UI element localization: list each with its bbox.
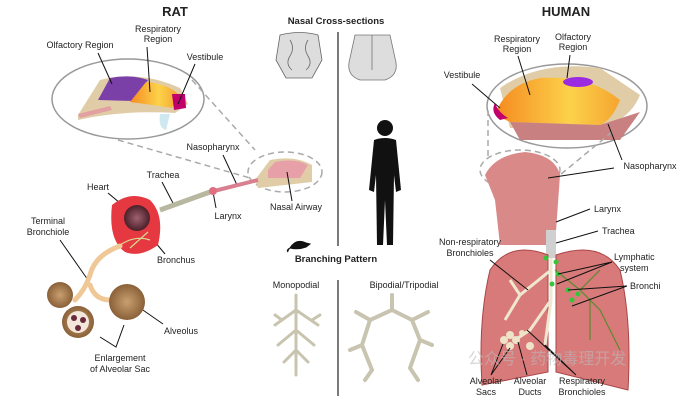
bipodial-branching-icon: [348, 293, 434, 382]
label-rat-olfactory: Olfactory Region: [46, 40, 113, 50]
label-human-ducts-2: Ducts: [518, 387, 542, 397]
rat-terminal-bronchiole: [72, 243, 123, 303]
label-bipodial-tripodial: Bipodial/Tripodial: [370, 280, 439, 290]
rat-olfactory-region: [98, 76, 148, 101]
label-rat-enlargement-1: Enlargement: [94, 353, 146, 363]
alveolar-sacs-cluster: [500, 330, 534, 350]
zoom-dash-line: [191, 79, 256, 151]
label-rat-trachea: Trachea: [147, 170, 180, 180]
rat-nasal-enlargement: [51, 58, 205, 140]
nasal-cross-sections-title: Nasal Cross-sections: [288, 16, 385, 27]
label-rat-larynx: Larynx: [214, 211, 242, 221]
rat-respiratory-region: [130, 82, 178, 108]
label-rat-nasopharynx: Nasopharynx: [186, 142, 240, 152]
label-human-respiratory-1: Respiratory: [494, 34, 541, 44]
label-rat-bronchus: Bronchus: [157, 255, 196, 265]
rat-airway-illustration: [72, 178, 259, 303]
branching-pattern-title: Branching Pattern: [295, 254, 378, 265]
label-rat-vestibule: Vestibule: [187, 52, 224, 62]
label-human-respb-1: Respiratory: [559, 376, 606, 386]
rat-alveolar-sacs: [47, 282, 145, 338]
monopodial-branching-icon: [273, 293, 322, 377]
label-monopodial: Monopodial: [273, 280, 320, 290]
label-rat-alveolus: Alveolus: [164, 326, 199, 336]
rat-heart: [124, 205, 150, 231]
label-rat-nasal-airway: Nasal Airway: [270, 202, 323, 212]
mouse-silhouette: [286, 240, 312, 253]
zoom-dash-line: [559, 131, 613, 176]
label-human-respb-2: Bronchioles: [558, 387, 606, 397]
human-vestibule: [493, 103, 508, 120]
label-human-sacs-1: Alveolar: [470, 376, 503, 386]
human-nasal-cross-section: [348, 34, 397, 81]
label-human-vestibule: Vestibule: [444, 70, 481, 80]
label-human-trachea: Trachea: [602, 226, 635, 236]
rat-head-outline: [247, 151, 323, 193]
label-human-nonresp-1: Non-respiratory: [439, 237, 502, 247]
human-head-outline: [479, 149, 561, 191]
human-respiratory-region: [495, 77, 620, 125]
label-human-sacs-2: Sacs: [476, 387, 497, 397]
rat-title: RAT: [162, 4, 188, 19]
human-olfactory-region: [563, 77, 593, 87]
label-rat-respiratory-2: Region: [144, 34, 173, 44]
human-title: HUMAN: [542, 4, 590, 19]
label-human-lymphatic-1: Lymphatic: [614, 252, 655, 262]
label-human-bronchi: Bronchi: [630, 281, 661, 291]
label-rat-terminal-2: Bronchiole: [27, 227, 70, 237]
human-silhouette: [369, 120, 401, 245]
label-rat-enlargement-2: of Alveolar Sac: [90, 364, 151, 374]
label-human-nasopharynx: Nasopharynx: [623, 161, 677, 171]
label-rat-heart: Heart: [87, 182, 110, 192]
rat-nasal-cross-section: [275, 32, 323, 79]
label-human-olfactory-1: Olfactory: [555, 32, 592, 42]
label-human-lymphatic-2: system: [620, 263, 649, 273]
zoom-dash-line: [117, 139, 251, 179]
label-human-nonresp-2: Bronchioles: [446, 248, 494, 258]
label-rat-respiratory-1: Respiratory: [135, 24, 182, 34]
watermark: 公众号 · 药物毒理开发: [468, 350, 626, 368]
label-human-ducts-1: Alveolar: [514, 376, 547, 386]
label-human-larynx: Larynx: [594, 204, 622, 214]
label-rat-terminal-1: Terminal: [31, 216, 65, 226]
human-head-airway: [485, 152, 560, 245]
human-lungs: [480, 230, 630, 391]
label-human-olfactory-2: Region: [559, 42, 588, 52]
label-human-respiratory-2: Region: [503, 44, 532, 54]
